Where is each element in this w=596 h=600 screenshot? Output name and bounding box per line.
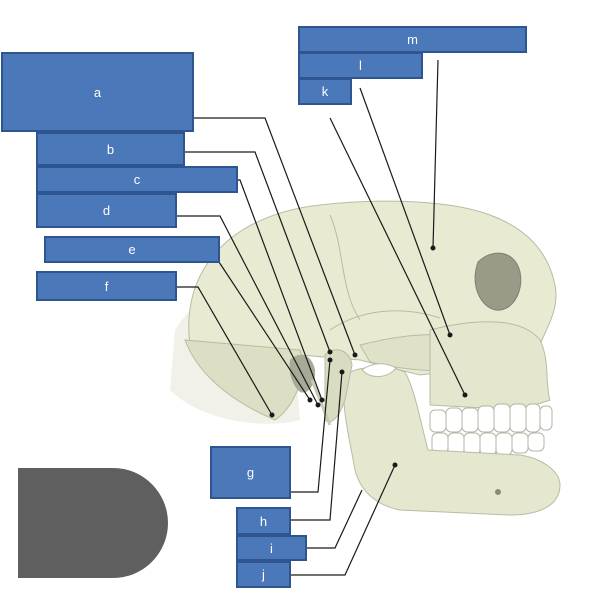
label-e-text: e (128, 242, 136, 257)
label-c-text: c (133, 172, 141, 187)
label-e[interactable]: e (44, 236, 220, 263)
dark-rounded-tab (18, 468, 168, 578)
label-a-text: a (93, 84, 102, 100)
label-i-text: i (270, 540, 273, 556)
leader-i (307, 489, 363, 549)
coronoid-notch (361, 363, 397, 377)
label-k[interactable]: k (298, 78, 352, 105)
mandible (343, 366, 561, 516)
leader-c (238, 179, 323, 401)
label-h-text: h (259, 513, 268, 529)
leader-b (184, 151, 331, 353)
label-j-text: j (262, 567, 265, 582)
label-a[interactable]: a (1, 52, 194, 132)
label-c[interactable]: c (36, 166, 238, 193)
label-d-text: d (102, 203, 111, 218)
leader-l (359, 87, 451, 336)
leader-h (291, 371, 343, 521)
styloid-process (310, 379, 332, 426)
leader-e (218, 261, 311, 401)
label-f-text: f (104, 278, 109, 294)
label-i[interactable]: i (236, 535, 307, 561)
orbit (474, 252, 522, 311)
leader-k (329, 117, 466, 396)
label-l-text: l (359, 58, 362, 73)
label-h[interactable]: h (236, 507, 291, 535)
leader-lines (176, 59, 466, 576)
label-g-text: g (246, 465, 255, 480)
leader-j (291, 464, 396, 576)
leader-m (432, 59, 439, 249)
label-b-text: b (106, 141, 115, 157)
label-f[interactable]: f (36, 271, 177, 301)
label-l[interactable]: l (298, 52, 423, 79)
coronal-suture (329, 214, 361, 321)
label-d[interactable]: d (36, 193, 177, 228)
label-j[interactable]: j (236, 561, 291, 588)
maxilla (429, 321, 551, 411)
leader-g (291, 359, 331, 493)
label-m[interactable]: m (298, 26, 527, 53)
label-g[interactable]: g (210, 446, 291, 499)
squamous-suture (329, 310, 441, 331)
label-k-text: k (321, 84, 329, 99)
leader-f (177, 286, 273, 416)
label-b[interactable]: b (36, 132, 185, 166)
mental-foramen (495, 489, 501, 495)
leader-d (176, 215, 319, 406)
pointer-dots (269, 245, 468, 468)
label-m-text: m (407, 32, 418, 47)
upper-teeth (429, 403, 553, 433)
leader-a (194, 117, 356, 356)
